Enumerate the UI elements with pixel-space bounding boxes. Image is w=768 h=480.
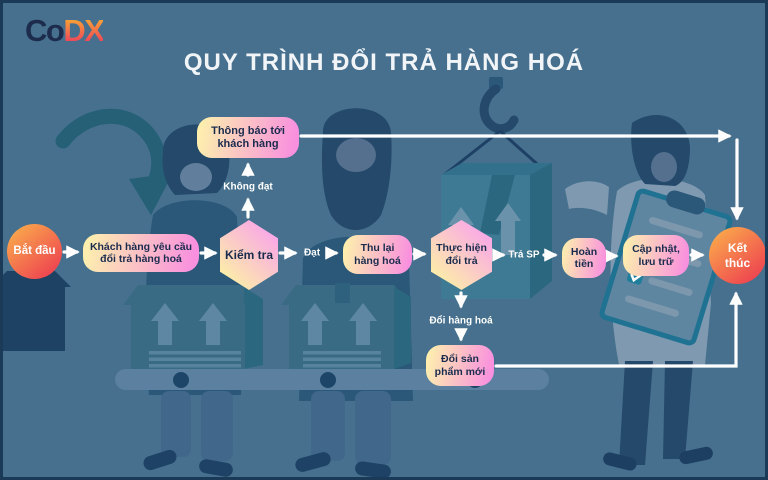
flow-node-collect: Thu lại hàng hoá: [343, 235, 412, 274]
edge-label-return-product: Trả SP: [508, 249, 540, 261]
package-box-left-edge: [3, 271, 71, 351]
codx-logo: CoDX: [25, 13, 105, 48]
conveyor-box-b: [281, 283, 411, 370]
edge-label-exchange-goods: Đổi hàng hoá: [429, 315, 493, 327]
flow-node-refund: Hoàn tiền: [562, 238, 606, 278]
flow-node-end: Kết thúc: [709, 227, 765, 284]
flow-node-exchange: Đổi sản phẩm mới: [426, 345, 494, 386]
flow-node-update: Cập nhật, lưu trữ: [623, 235, 689, 276]
edge-label-fail: Không đạt: [223, 181, 273, 193]
conveyor-box-a: [123, 285, 263, 370]
flow-node-start: Bắt đầu: [7, 224, 62, 279]
edge-label-pass: Đạt: [303, 247, 321, 259]
flow-node-notify: Thông báo tới khách hàng: [197, 117, 299, 158]
logo-text-dx: DX: [63, 13, 105, 48]
flow-node-request: Khách hàng yêu cầu đổi trả hàng hoá: [83, 234, 199, 272]
crane-hook-icon: [443, 77, 546, 177]
flow-connectors: [62, 129, 744, 368]
swoosh-arrow-icon: [55, 108, 173, 215]
page-title: QUY TRÌNH ĐỔI TRẢ HÀNG HOÁ: [183, 49, 585, 76]
edge-exchange-end: [494, 291, 743, 368]
background-illustration: [3, 77, 733, 477]
logo-text-co: Co: [25, 13, 65, 48]
